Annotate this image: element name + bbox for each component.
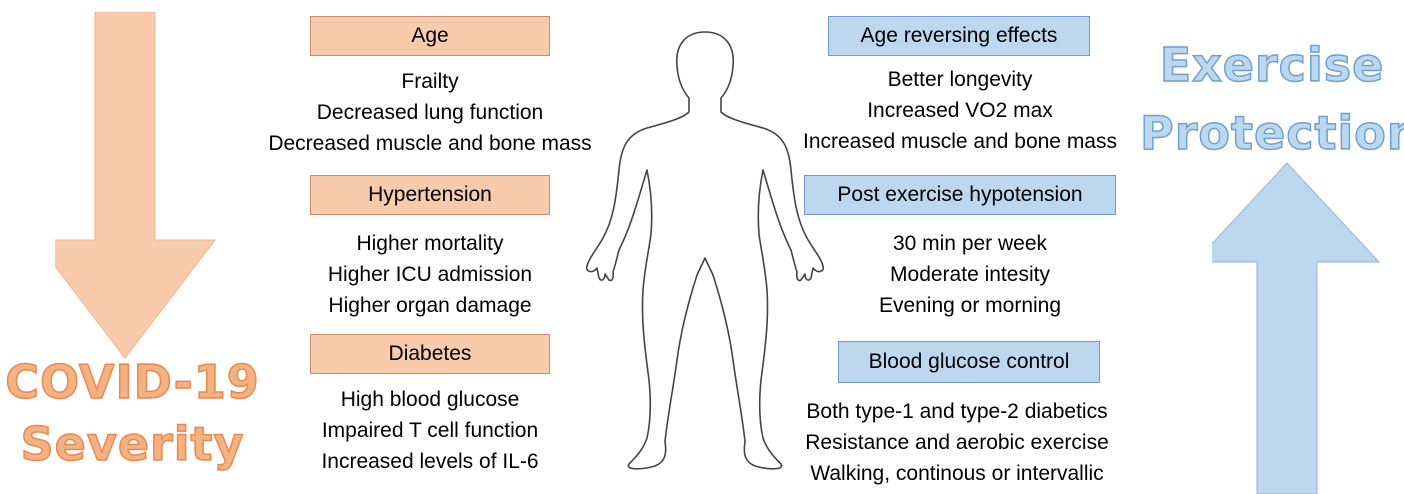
list-item: Better longevity bbox=[760, 64, 1160, 95]
risk-box-diabetes: Diabetes bbox=[310, 334, 550, 374]
list-item: Increased muscle and bone mass bbox=[760, 126, 1160, 157]
severity-title: COVID-19 Severity bbox=[0, 355, 265, 471]
risk-list-hypertension: Higher mortality Higher ICU admission Hi… bbox=[240, 228, 620, 321]
list-item: 30 min per week bbox=[770, 228, 1170, 259]
effect-box-post-exercise-hypotension: Post exercise hypotension bbox=[804, 175, 1116, 215]
list-item: Moderate intesity bbox=[770, 259, 1170, 290]
list-item: Both type-1 and type-2 diabetics bbox=[757, 396, 1157, 427]
list-item: Higher ICU admission bbox=[240, 259, 620, 290]
list-item: Increased levels of IL-6 bbox=[240, 446, 620, 477]
risk-box-hypertension: Hypertension bbox=[310, 175, 550, 215]
list-item: Walking, continous or intervallic bbox=[757, 458, 1157, 489]
severity-title-line2: Severity bbox=[0, 417, 265, 471]
effect-list-post-exercise-hypotension: 30 min per week Moderate intesity Evenin… bbox=[770, 228, 1170, 321]
risk-list-age: Frailty Decreased lung function Decrease… bbox=[240, 66, 620, 159]
list-item: Decreased lung function bbox=[240, 97, 620, 128]
protection-title: Exercise Protection bbox=[1140, 38, 1404, 160]
down-arrow-icon bbox=[55, 12, 225, 362]
list-item: High blood glucose bbox=[240, 384, 620, 415]
effect-box-blood-glucose-control: Blood glucose control bbox=[838, 341, 1100, 383]
list-item: Decreased muscle and bone mass bbox=[240, 128, 620, 159]
effect-box-age-reversing: Age reversing effects bbox=[828, 16, 1090, 56]
protection-title-line1: Exercise bbox=[1140, 38, 1404, 92]
severity-title-line1: COVID-19 bbox=[0, 355, 265, 409]
effect-list-blood-glucose-control: Both type-1 and type-2 diabetics Resista… bbox=[757, 396, 1157, 489]
list-item: Resistance and aerobic exercise bbox=[757, 427, 1157, 458]
list-item: Higher mortality bbox=[240, 228, 620, 259]
list-item: Impaired T cell function bbox=[240, 415, 620, 446]
protection-title-line2: Protection bbox=[1140, 106, 1404, 160]
risk-box-age: Age bbox=[310, 16, 550, 56]
list-item: Increased VO2 max bbox=[760, 95, 1160, 126]
up-arrow-icon bbox=[1212, 162, 1382, 494]
list-item: Evening or morning bbox=[770, 290, 1170, 321]
risk-list-diabetes: High blood glucose Impaired T cell funct… bbox=[240, 384, 620, 477]
effect-list-age-reversing: Better longevity Increased VO2 max Incre… bbox=[760, 64, 1160, 157]
list-item: Frailty bbox=[240, 66, 620, 97]
list-item: Higher organ damage bbox=[240, 290, 620, 321]
